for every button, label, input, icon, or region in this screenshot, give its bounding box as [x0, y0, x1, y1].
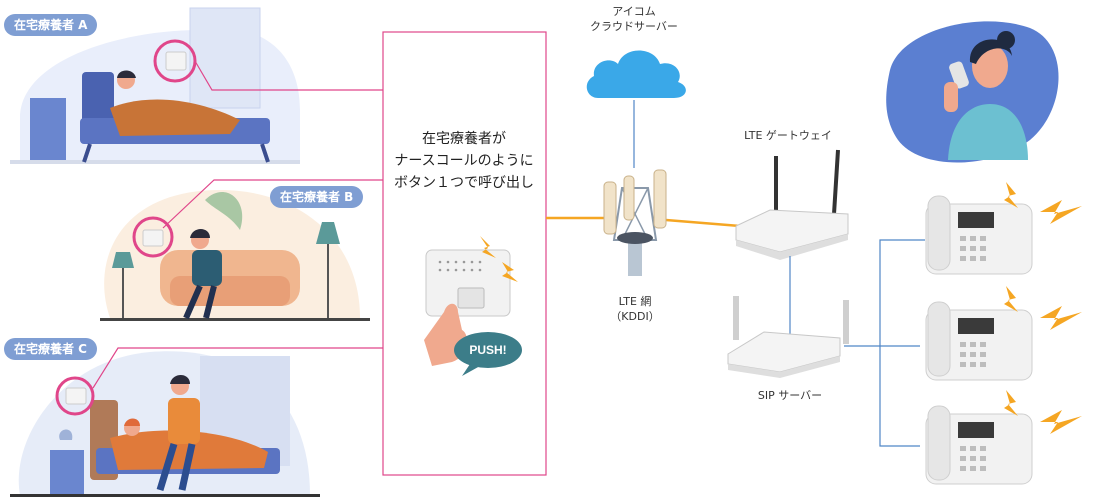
lte-network-label-line1: LTE 網: [618, 295, 652, 308]
call-button-highlight-b: [132, 216, 174, 258]
lte-network-label-line2: （KDDI）: [610, 310, 660, 323]
lte-network-label: LTE 網 （KDDI）: [600, 294, 670, 324]
desk-phone-3: [925, 390, 1082, 485]
pink-connectors: [92, 31, 547, 476]
message-box: [382, 31, 547, 476]
lte-gateway-icon: [735, 149, 849, 260]
push-bubble: [454, 332, 522, 368]
patient-badge-b: 在宅療養者 B: [270, 186, 364, 208]
call-button-highlight-c: [55, 376, 95, 416]
gateway-label: LTE ゲートウェイ: [744, 129, 832, 142]
call-description-line: ナースコールのように: [394, 153, 534, 169]
sip-server-label: SIP サーバー: [757, 389, 823, 402]
scene-patient-c: [10, 351, 320, 497]
sip-server-icon: [727, 296, 849, 378]
call-description-line: ボタン１つで呼び出し: [394, 175, 534, 191]
cloud-icon: [586, 50, 686, 98]
cloud-label-line1: アイコム: [612, 5, 656, 18]
scene-patient-a: [10, 7, 300, 164]
desk-phone-1: [925, 182, 1082, 275]
phone-links: [844, 239, 925, 447]
lte-tower-icon: [603, 169, 667, 276]
call-description: 在宅療養者が ナースコールのように ボタン１つで呼び出し: [384, 128, 544, 194]
cloud-label-line2: クラウドサーバー: [590, 20, 678, 33]
scene-patient-b: [100, 190, 370, 321]
call-button-device: PUSH!: [424, 236, 522, 376]
patient-badge-a: 在宅療養者 A: [4, 14, 98, 36]
patient-badge-c: 在宅療養者 C: [4, 338, 97, 360]
call-description-line: 在宅療養者が: [422, 131, 506, 147]
desk-phone-2: [925, 286, 1082, 381]
push-text: PUSH!: [469, 343, 506, 357]
cloud-label: アイコム クラウドサーバー: [574, 4, 694, 34]
operator-illustration: [886, 21, 1059, 163]
lte-links: [546, 216, 741, 228]
